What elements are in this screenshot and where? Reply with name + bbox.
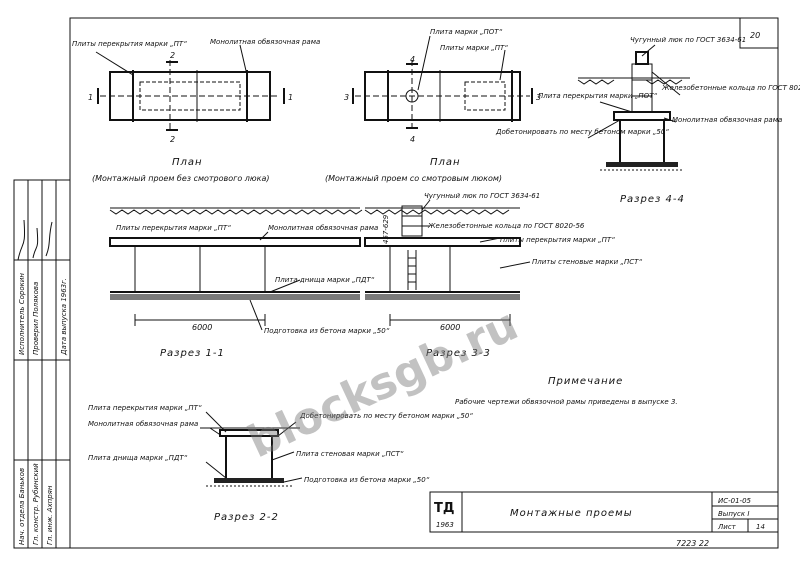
plan-1-cut-top: 2 xyxy=(170,51,175,60)
title-block xyxy=(429,491,779,533)
drawing-issue: Выпуск I xyxy=(718,510,749,518)
section-3-3-slabs-label: Плиты перекрытия марки „ПТ“ xyxy=(500,236,615,244)
title-block-logo: ТД xyxy=(434,501,454,516)
watermark: blocksgb.ru xyxy=(240,299,525,468)
plan-1-cut-bottom: 2 xyxy=(170,135,175,144)
plan-1-frame-label: Монолитная обвязочная рама xyxy=(210,38,320,46)
side-stamp: Нач. отдела Баньков Гл. констр. Рубински… xyxy=(13,179,71,549)
bottom-number: 7223 22 xyxy=(676,539,709,548)
section-4-4-title: Разрез 4-4 xyxy=(620,194,685,205)
sheet-label: Лист xyxy=(717,523,737,531)
stamp-row-3: Гл. инж. Ахпрян xyxy=(46,485,54,545)
stamp-row-4: Исполнитель Сорокин xyxy=(18,273,26,355)
section-4-4-hatch-label: Чугунный люк по ГОСТ 3634-61 xyxy=(630,36,746,44)
sheet-no: 14 xyxy=(756,523,765,531)
section-2-2-wall-label: Плита стеновая марки „ПСТ“ xyxy=(296,450,404,458)
plan-1-title: План xyxy=(172,157,203,168)
sheet-number-box xyxy=(739,17,779,49)
section-2-2-slab-label: Плита перекрытия марки „ПТ“ xyxy=(88,404,202,412)
plan-2-cut-right: 3 xyxy=(536,93,541,102)
plan-2-cut-bottom: 4 xyxy=(410,135,415,144)
section-4-4-concrete-label: Добетонировать по месту бетоном марки „5… xyxy=(495,128,669,136)
section-2-2-frame-label: Монолитная обвязочная рама xyxy=(88,420,198,428)
section-2-2-title: Разрез 2-2 xyxy=(214,512,279,523)
title-block-year: 1963 xyxy=(436,521,454,529)
section-4-4-drawing xyxy=(577,44,690,171)
section-1-1-frame-label: Монолитная обвязочная рама xyxy=(268,224,378,232)
section-3-3-drawing xyxy=(364,199,531,326)
drawing-title: Монтажные проемы xyxy=(510,508,633,519)
stamp-row-1: Нач. отдела Баньков xyxy=(18,468,26,545)
sheet-frame xyxy=(69,17,779,549)
section-3-3-side-dimension: 457-629 xyxy=(382,214,390,244)
sheet-number: 20 xyxy=(750,31,760,40)
plan-1-cut-right: 1 xyxy=(288,93,293,102)
note-heading: Примечание xyxy=(548,376,623,387)
section-2-2-drawing xyxy=(200,411,303,487)
section-3-3-dimension: 6000 xyxy=(440,323,460,332)
section-2-2-prep-label: Подготовка из бетона марки „50“ xyxy=(304,476,430,484)
section-4-4-frame-label: Монолитная обвязочная рама xyxy=(672,116,782,124)
plan-2-drawing xyxy=(352,35,533,132)
section-3-3-title: Разрез 3-3 xyxy=(426,348,491,359)
section-1-1-title: Разрез 1-1 xyxy=(160,348,225,359)
section-1-1-slabs-label: Плиты перекрытия марки „ПТ“ xyxy=(116,224,231,232)
section-1-1-bottom-label: Плита днища марки „ПДТ“ xyxy=(275,276,375,284)
section-3-3-walls-label: Плиты стеновые марки „ПСТ“ xyxy=(532,258,642,266)
plan-1-drawing xyxy=(95,44,285,132)
section-3-3-hatch-label: Чугунный люк по ГОСТ 3634-61 xyxy=(424,192,540,200)
signature-marks xyxy=(17,219,53,261)
drawing-code: ИС-01-05 xyxy=(718,497,752,505)
stamp-row-6: Дата выпуска 1963г. xyxy=(60,278,68,356)
plan-2-cut-top: 4 xyxy=(410,55,415,64)
plan-2-title: План xyxy=(430,157,461,168)
plan-2-pot-label: Плита марки „ПОТ“ xyxy=(430,28,503,36)
section-3-3-rings-label: Железобетонные кольца по ГОСТ 8020-56 xyxy=(427,222,585,230)
plan-2-cut-left: 3 xyxy=(344,93,349,102)
section-1-1-dimension: 6000 xyxy=(192,323,212,332)
plan-1-slabs-label: Плиты перекрытия марки „ПТ“ xyxy=(72,40,187,48)
plan-1-subtitle: (Монтажный проем без смотрового люка) xyxy=(92,174,269,183)
section-2-2-bottom-label: Плита днища марки „ПДТ“ xyxy=(88,454,188,462)
note-text: Рабочие чертежи обвязочной рамы приведен… xyxy=(455,398,678,406)
section-4-4-slab-label: Плита перекрытия марки „ПОТ“ xyxy=(538,92,657,100)
section-1-1-drawing xyxy=(109,207,363,331)
section-1-1-prep-label: Подготовка из бетона марки „50“ xyxy=(264,327,390,335)
stamp-row-2: Гл. констр. Рубинский xyxy=(32,463,40,545)
plan-2-subtitle: (Монтажный проем со смотровым люком) xyxy=(325,174,502,183)
stamp-row-5: Проверил Полякова xyxy=(32,282,40,355)
plan-2-pt-label: Плиты марки „ПТ“ xyxy=(440,44,508,52)
section-2-2-concrete-label: Добетонировать по месту бетоном марки „5… xyxy=(299,412,473,420)
plan-1-cut-left: 1 xyxy=(88,93,93,102)
section-4-4-rings-label: Железобетонные кольца по ГОСТ 8020-56 xyxy=(661,84,800,92)
